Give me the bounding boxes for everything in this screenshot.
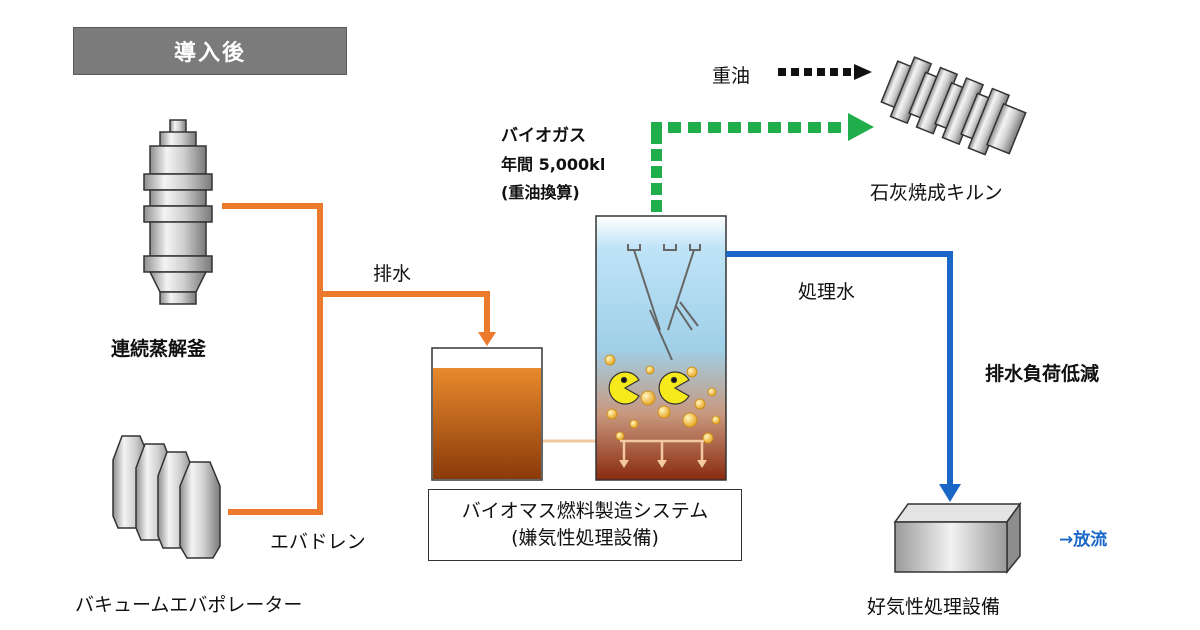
gas-bubbles bbox=[604, 354, 721, 444]
wastewater-label: 排水 bbox=[373, 263, 412, 285]
system-subtitle: (嫌気性処理設備) bbox=[511, 527, 659, 549]
evaporator-label: バキュームエバポレーター bbox=[75, 594, 303, 616]
biogas-amount: 年間 5,000kl bbox=[501, 155, 606, 174]
orange-pipe bbox=[222, 203, 490, 515]
evaporator-icon bbox=[112, 435, 221, 559]
inflow-distributor bbox=[619, 439, 707, 468]
aerobic-label: 好気性処理設備 bbox=[867, 596, 1001, 618]
evap-drain-label: エバドレン bbox=[270, 531, 366, 553]
kiln-icon bbox=[880, 56, 1027, 156]
treated-water-label: 処理水 bbox=[798, 281, 856, 303]
digester-label: 連続蒸解釜 bbox=[111, 338, 207, 360]
wastewater-arrow-head bbox=[478, 332, 496, 346]
biogas-arrow bbox=[651, 113, 874, 212]
discharge-label: →放流 bbox=[1059, 530, 1108, 550]
biogas-note: (重油換算) bbox=[501, 183, 580, 202]
biogas-label: バイオガス bbox=[501, 126, 586, 146]
aerobic-tank-icon bbox=[893, 501, 1022, 575]
kiln-label: 石灰焼成キルン bbox=[870, 182, 1003, 204]
digester-icon bbox=[143, 119, 213, 305]
biomass-system-box: バイオマス燃料製造システム (嫌気性処理設備) bbox=[428, 489, 742, 561]
treated-water-arrow-head bbox=[939, 484, 961, 502]
load-reduction-label: 排水負荷低減 bbox=[985, 363, 1100, 385]
heavy-oil-arrow bbox=[778, 64, 872, 80]
heavy-oil-label: 重油 bbox=[712, 65, 751, 87]
treated-water-pipe bbox=[726, 251, 953, 488]
anaerobic-reactor bbox=[595, 215, 727, 481]
microbe-icon bbox=[608, 371, 690, 405]
raw-water-tank bbox=[431, 347, 543, 481]
page-title: 導入後 bbox=[73, 27, 347, 75]
system-name: バイオマス燃料製造システム bbox=[461, 500, 709, 522]
